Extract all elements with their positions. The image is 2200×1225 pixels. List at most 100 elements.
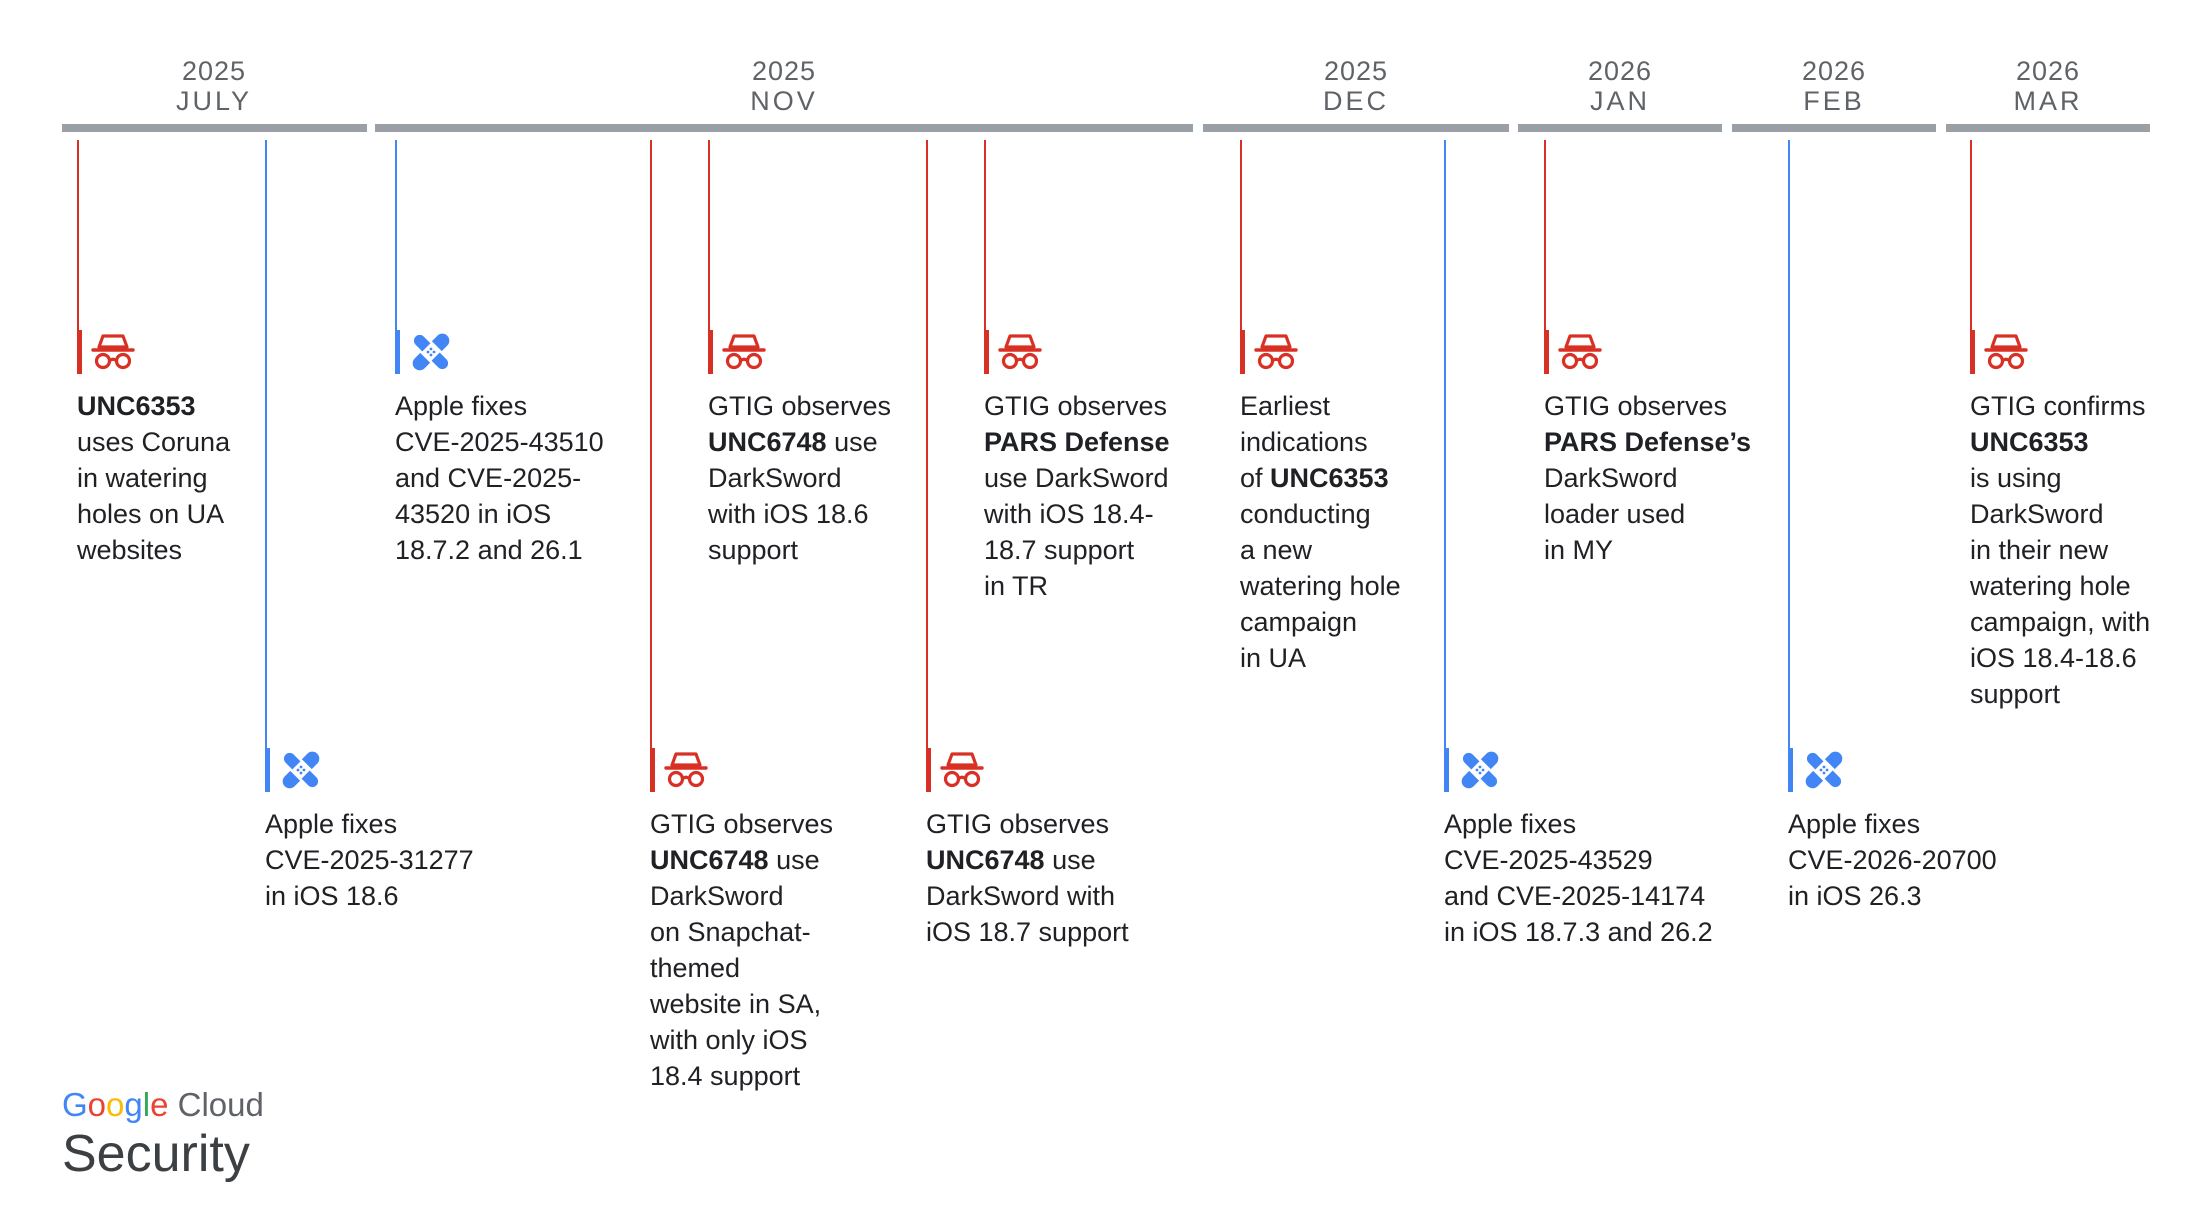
spy-icon	[664, 748, 708, 792]
actor-name: UNC6748	[708, 427, 827, 457]
cloud-word: Cloud	[177, 1086, 264, 1123]
event-text: in iOS 18.6	[265, 881, 399, 911]
timeline-axis-segment	[375, 124, 1193, 132]
month-name: JAN	[1589, 86, 1650, 116]
event-text: Earliest	[1240, 391, 1331, 421]
timeline-axis-segment	[1946, 124, 2150, 132]
event-text: is using	[1970, 463, 2062, 493]
event-text: in MY	[1544, 535, 1614, 565]
google-cloud-security-logo: Google Cloud Security	[62, 1085, 264, 1183]
spy-icon	[1984, 330, 2028, 374]
event-text: holes on UA	[77, 499, 225, 529]
actor-name: UNC6353	[1970, 427, 2089, 457]
event-connector-line	[650, 140, 652, 792]
month-year: 2026	[2015, 56, 2081, 86]
month-year: 2026	[1801, 56, 1867, 86]
event-text: 18.7 support	[984, 535, 1135, 565]
event-connector-line	[77, 140, 79, 374]
event-text: CVE-2025-43529	[1444, 845, 1653, 875]
event-text: DarkSword with	[926, 881, 1116, 911]
event-connector-line	[926, 140, 928, 792]
event-connector-line	[708, 140, 710, 374]
google-letter: G	[62, 1086, 88, 1123]
event-text: DarkSword	[1970, 499, 2104, 529]
bandage-icon	[1802, 748, 1846, 792]
actor-name: UNC6353	[77, 391, 196, 421]
event-text: in watering	[77, 463, 208, 493]
month-year: 2025	[181, 56, 247, 86]
spy-icon	[940, 748, 984, 792]
spy-icon	[722, 330, 766, 374]
event-text: DarkSword	[708, 463, 842, 493]
timeline-axis-segment	[1732, 124, 1936, 132]
event-connector-line	[1970, 140, 1972, 374]
event-text: conducting	[1240, 499, 1371, 529]
event-text: CVE-2025-43510	[395, 427, 604, 457]
event-marker	[984, 330, 989, 374]
actor-name: PARS Defense’s	[1544, 427, 1752, 457]
event-marker	[265, 748, 270, 792]
spy-icon	[1254, 330, 1298, 374]
event-text: Apple fixes	[395, 391, 528, 421]
event-text: GTIG observes	[708, 391, 892, 421]
event-text: on Snapchat-	[650, 917, 811, 947]
event-text: in their new	[1970, 535, 2109, 565]
actor-name: PARS Defense	[984, 427, 1170, 457]
event-text: GTIG observes	[650, 809, 834, 839]
bandage-icon	[279, 748, 323, 792]
actor-name: UNC6353	[1270, 463, 1389, 493]
event-text: CVE-2026-20700	[1788, 845, 1997, 875]
event-text: in UA	[1240, 643, 1307, 673]
event-text: 43520 in iOS	[395, 499, 552, 529]
google-letter: g	[124, 1086, 143, 1123]
event-text: support	[1970, 679, 2061, 709]
month-year: 2025	[1323, 56, 1389, 86]
event-text: in TR	[984, 571, 1049, 601]
event-marker	[1240, 330, 1245, 374]
event-marker	[77, 330, 82, 374]
event-text: in iOS 18.7.3 and 26.2	[1444, 917, 1713, 947]
spy-icon	[998, 330, 1042, 374]
event-text: iOS 18.7 support	[926, 917, 1129, 947]
month-name: JULY	[175, 86, 253, 116]
event-text: loader used	[1544, 499, 1686, 529]
event-text: 18.7.2 and 26.1	[395, 535, 583, 565]
month-name: MAR	[2013, 86, 2083, 116]
event-text: campaign, with	[1970, 607, 2151, 637]
event-text: Apple fixes	[265, 809, 398, 839]
event-text: use	[768, 845, 820, 875]
google-letter: o	[87, 1086, 107, 1123]
google-letter: l	[142, 1086, 151, 1123]
event-text: use	[1044, 845, 1096, 875]
timeline-axis-segment	[1518, 124, 1722, 132]
actor-name: UNC6748	[650, 845, 769, 875]
timeline-axis-segment	[1203, 124, 1509, 132]
event-text: Apple fixes	[1444, 809, 1577, 839]
event-connector-line	[1788, 140, 1790, 792]
event-marker	[650, 748, 655, 792]
event-marker	[1544, 330, 1549, 374]
event-text: a new	[1240, 535, 1313, 565]
google-wordmark: Google	[62, 1086, 168, 1123]
spy-icon	[91, 330, 135, 374]
timeline-axis-segment	[62, 124, 367, 132]
bandage-icon	[409, 330, 453, 374]
event-connector-line	[265, 140, 267, 792]
event-text: iOS 18.4-18.6	[1970, 643, 2137, 673]
event-connector-line	[1240, 140, 1242, 374]
month-year: 2026	[1587, 56, 1653, 86]
event-text: of	[1240, 463, 1271, 493]
event-text: DarkSword	[650, 881, 784, 911]
